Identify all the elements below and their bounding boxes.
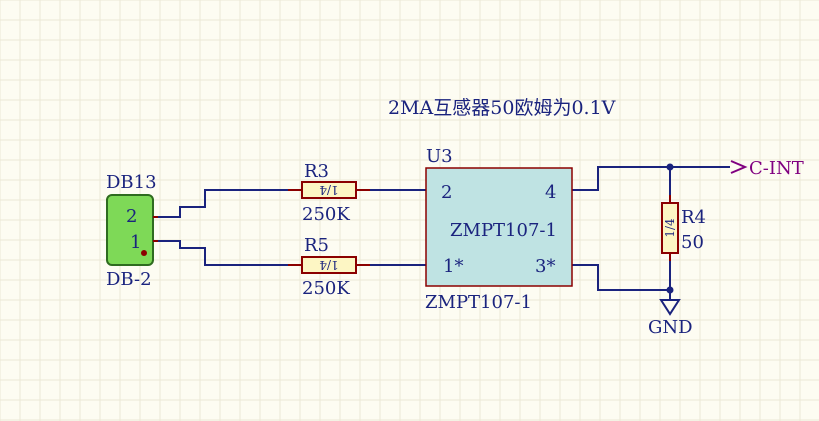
r4-value: 50: [681, 232, 704, 253]
r4-designator: R4: [681, 207, 706, 228]
wire-u3-pin3-gnd: [572, 264, 670, 291]
u3-part: ZMPT107-1: [450, 220, 557, 241]
ic-u3[interactable]: U3 ZMPT107-1 2 4 1* 3* ZMPT107-1: [425, 146, 573, 313]
connector-comment: DB-2: [106, 269, 152, 290]
port-label: C-INT: [749, 158, 804, 179]
resistor-r4[interactable]: 1/4 R4 50: [661, 195, 706, 261]
r4-body-text: 1/4: [663, 218, 677, 238]
connector-pin-1-label: 1: [130, 232, 141, 253]
junction-dot-bottom: [666, 286, 674, 294]
u3-pin-3-label: 3*: [535, 256, 555, 277]
ground-label: GND: [648, 317, 693, 338]
port-arrow-icon: [730, 160, 748, 174]
u3-pin-2-label: 2: [441, 182, 452, 203]
r5-body: [301, 256, 357, 274]
u3-body: [425, 167, 573, 287]
u3-comment: ZMPT107-1: [425, 292, 532, 313]
r5-value: 250K: [302, 278, 350, 299]
connector-body: [106, 194, 154, 266]
resistor-r3[interactable]: 1/4 R3 250K: [288, 161, 370, 225]
connector-pin-1-marker: [141, 250, 147, 256]
r3-designator: R3: [304, 161, 329, 182]
wire-connector-r5: [155, 240, 300, 266]
ground-symbol[interactable]: GND: [648, 299, 693, 338]
ground-icon: [659, 299, 681, 316]
wire-connector-r3: [155, 189, 300, 218]
r3-body: [301, 181, 357, 199]
junction-dot-top: [666, 163, 674, 171]
u3-pin-1-label: 1*: [443, 256, 463, 277]
r3-body-text: 1/4: [319, 183, 339, 197]
resistor-r5[interactable]: 1/4 R5 250K: [288, 235, 370, 299]
annotation-text: 2MA互感器50欧姆为0.1V: [388, 97, 616, 119]
wire-u3-pin4-net: [572, 166, 730, 191]
r5-designator: R5: [304, 235, 329, 256]
r4-body: [661, 202, 679, 254]
u3-designator: U3: [426, 146, 453, 167]
r3-value: 250K: [302, 204, 350, 225]
connector-pin-2-label: 2: [126, 206, 137, 227]
u3-pin-4-label: 4: [545, 182, 556, 203]
r5-body-text: 1/4: [319, 258, 339, 272]
connector-designator: DB13: [106, 172, 157, 193]
connector-db13[interactable]: 2 1 DB13 DB-2: [106, 172, 158, 290]
net-port-c-int[interactable]: C-INT: [730, 158, 804, 179]
